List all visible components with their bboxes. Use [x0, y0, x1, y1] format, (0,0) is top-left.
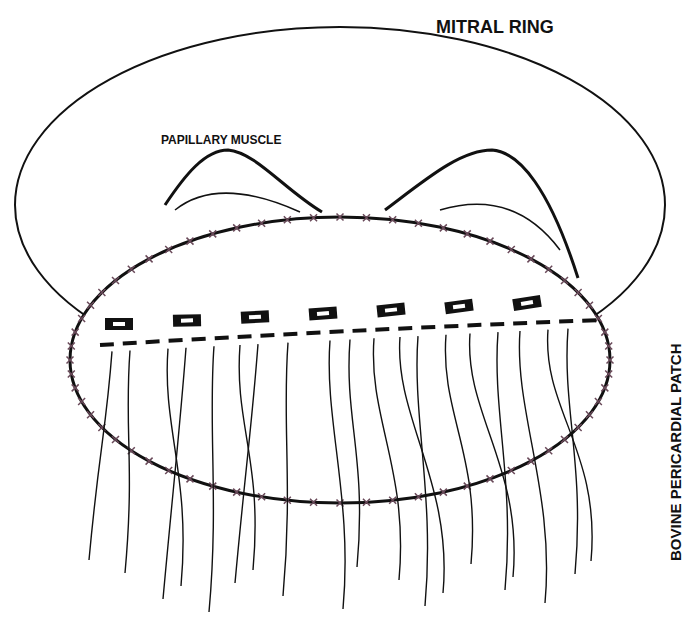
- suture-thread: [548, 330, 593, 561]
- stitch-mark: [165, 246, 172, 253]
- stitch-mark: [310, 214, 317, 221]
- stitch-mark: [146, 255, 153, 262]
- suture-thread: [519, 331, 546, 603]
- pledget-hole: [181, 318, 193, 322]
- pledget-hole: [317, 311, 329, 316]
- stitch-mark: [605, 342, 612, 349]
- stitch-mark: [258, 493, 265, 500]
- stitch-mark: [575, 424, 582, 431]
- suture-thread: [445, 335, 472, 564]
- stitch-mark: [415, 493, 422, 500]
- stitch-mark: [98, 289, 105, 296]
- stitch-mark: [595, 398, 602, 405]
- stitch-mark: [78, 315, 85, 322]
- stitch-mark: [209, 230, 216, 237]
- stitch-mark: [72, 384, 79, 391]
- stitch-mark: [68, 371, 75, 378]
- pledget: [105, 318, 133, 330]
- part-label: PAPILLARY MUSCLE: [158, 133, 284, 148]
- stitch-mark: [440, 489, 447, 496]
- stitch-mark: [128, 266, 135, 273]
- stitch-mark: [586, 411, 593, 418]
- stitch-mark: [508, 467, 515, 474]
- stitch-mark: [78, 398, 85, 405]
- stitch-mark: [561, 436, 568, 443]
- suture-thread: [89, 351, 112, 560]
- stitch-mark: [605, 371, 612, 378]
- suture-thread: [125, 351, 130, 574]
- suture-thread: [235, 344, 258, 583]
- stitch-mark: [487, 475, 494, 482]
- suture-thread: [373, 338, 400, 580]
- pledget: [309, 306, 338, 320]
- stitch-mark: [389, 497, 396, 504]
- stitch-mark: [165, 467, 172, 474]
- pledget: [444, 299, 473, 315]
- stitch-mark: [561, 277, 568, 284]
- suture-thread: [400, 337, 445, 593]
- pledget-hole: [113, 322, 125, 326]
- suture-thread: [329, 341, 345, 610]
- pledget-hole: [453, 304, 465, 310]
- stitch-mark: [186, 238, 193, 245]
- stitch-mark: [545, 447, 552, 454]
- stitch-mark: [72, 329, 79, 336]
- suture-threads: [89, 329, 592, 612]
- pledget: [376, 303, 405, 318]
- stitch-mark: [87, 302, 94, 309]
- suture-thread: [349, 340, 360, 568]
- pledget: [173, 314, 201, 327]
- pledget-hole: [385, 307, 397, 312]
- papillary-muscle: [165, 150, 322, 212]
- stitch-mark: [146, 458, 153, 465]
- part-label: MITRAL RING: [436, 18, 554, 38]
- suture-thread: [567, 329, 578, 574]
- suture-stitches: [67, 214, 614, 507]
- stitch-mark: [233, 489, 240, 496]
- stitch-mark: [601, 384, 608, 391]
- pledget-hole: [521, 300, 533, 306]
- papillary-muscle-line: [175, 193, 300, 212]
- stitch-mark: [464, 230, 471, 237]
- stitch-mark: [68, 342, 75, 349]
- stitch-mark: [527, 255, 534, 262]
- stitch-mark: [440, 224, 447, 231]
- stitch-mark: [487, 238, 494, 245]
- pledget: [512, 295, 542, 311]
- suture-thread: [209, 346, 214, 612]
- stitch-mark: [258, 220, 265, 227]
- suture-thread: [163, 348, 186, 599]
- pledget: [241, 310, 270, 323]
- part-label: BOVINE PERICARDIAL PATCH: [668, 343, 685, 561]
- stitch-mark: [527, 458, 534, 465]
- stitch-mark: [363, 214, 370, 221]
- stitch-mark: [87, 411, 94, 418]
- stitch-mark: [284, 216, 291, 223]
- suture-thread: [417, 336, 428, 606]
- stitch-mark: [415, 220, 422, 227]
- stitch-mark: [337, 214, 344, 221]
- stitch-mark: [67, 357, 74, 364]
- stitch-mark: [607, 357, 614, 364]
- stitch-mark: [186, 475, 193, 482]
- stitch-mark: [601, 329, 608, 336]
- stitch-mark: [310, 499, 317, 506]
- stitch-mark: [575, 289, 582, 296]
- pledget-hole: [249, 315, 261, 320]
- stitch-mark: [112, 436, 119, 443]
- stitch-mark: [233, 224, 240, 231]
- stitch-mark: [545, 266, 552, 273]
- bovine-pericardial-patch: [70, 217, 610, 503]
- stitch-mark: [389, 216, 396, 223]
- suture-thread: [283, 343, 288, 596]
- stitch-mark: [112, 277, 119, 284]
- stitch-mark: [586, 302, 593, 309]
- stitch-mark: [508, 246, 515, 253]
- suture-thread: [497, 332, 508, 590]
- stitch-mark: [363, 499, 370, 506]
